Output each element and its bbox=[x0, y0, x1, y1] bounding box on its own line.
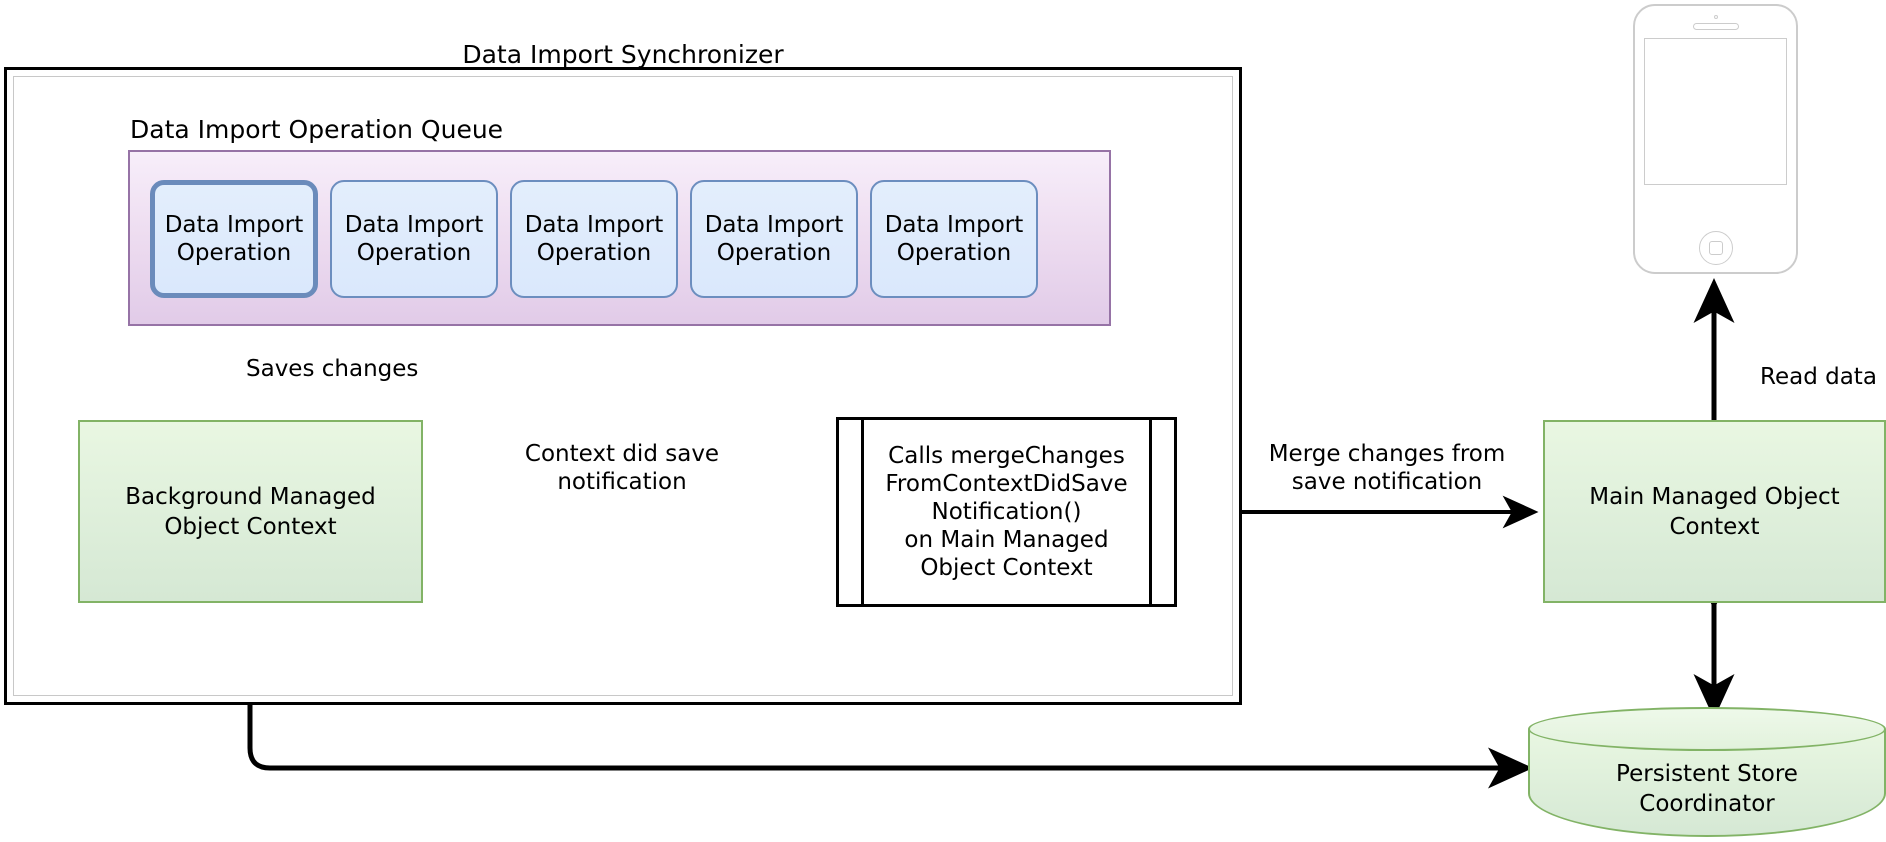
process-line-1: Calls mergeChanges bbox=[888, 443, 1125, 469]
edge-label-read-data: Read data bbox=[1760, 364, 1877, 390]
phone-screen bbox=[1644, 38, 1787, 185]
process-line-3: Notification() bbox=[931, 499, 1082, 525]
home-button-square-icon bbox=[1708, 241, 1723, 255]
process-line-4: on Main Managed bbox=[904, 527, 1109, 553]
process-line-5: Object Context bbox=[920, 555, 1093, 581]
process-bar-left bbox=[861, 420, 864, 604]
synchronizer-frame-inner bbox=[13, 76, 1233, 696]
camera-icon bbox=[1713, 15, 1718, 19]
cylinder-top bbox=[1528, 707, 1886, 751]
synchronizer-title: Data Import Synchronizer bbox=[462, 40, 784, 69]
process-line-2: FromContextDidSave bbox=[885, 471, 1128, 497]
process-bar-right bbox=[1149, 420, 1152, 604]
process-text: Calls mergeChanges FromContextDidSave No… bbox=[867, 420, 1146, 604]
queue-title: Data Import Operation Queue bbox=[130, 115, 504, 144]
iphone-device-icon bbox=[1633, 4, 1798, 274]
home-button-icon bbox=[1698, 231, 1733, 265]
node-merge-changes-process[interactable]: Calls mergeChanges FromContextDidSave No… bbox=[836, 417, 1177, 607]
edge-label-saves-changes: Saves changes bbox=[246, 356, 419, 382]
speaker-icon bbox=[1692, 23, 1739, 30]
